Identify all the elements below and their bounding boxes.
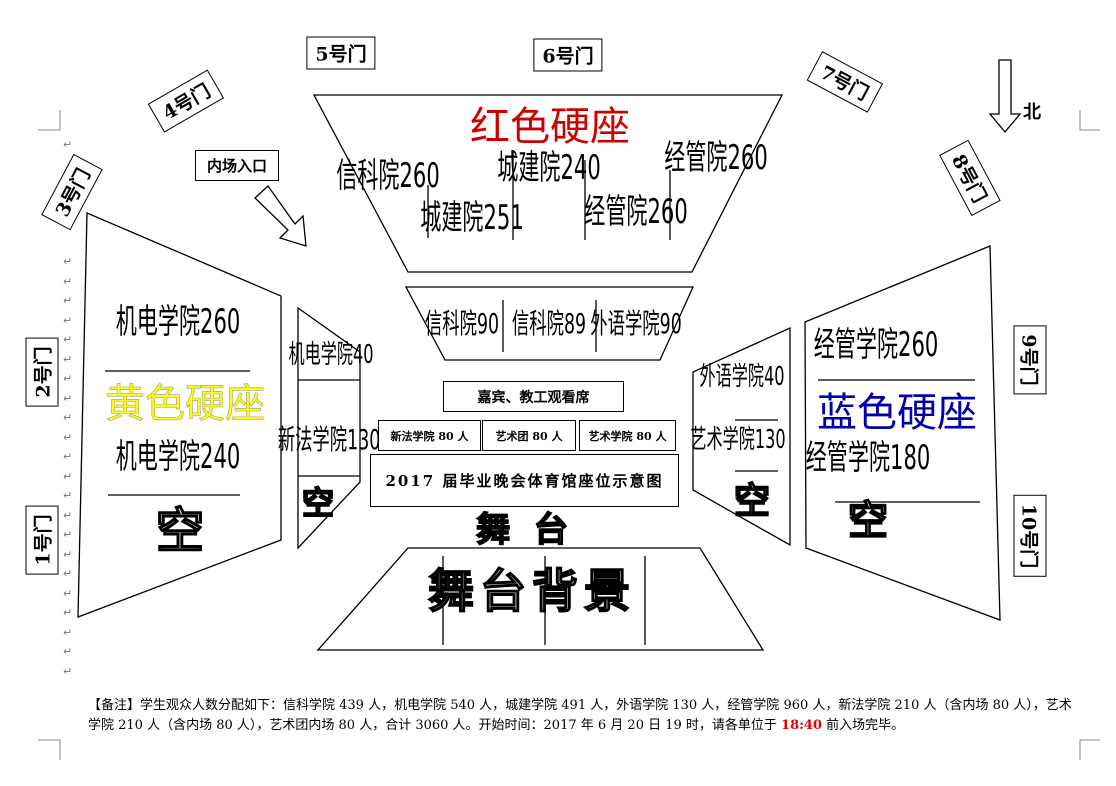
paragraph-mark-icon: ↵ [63,450,73,463]
blue-section-shape [804,245,1001,621]
paragraph-mark-icon: ↵ [63,391,73,405]
paragraph-mark-icon: ↵ [63,313,73,327]
paragraph-mark-icon: ↵ [63,625,73,639]
middle-top-block: 信科院89 [511,307,587,340]
floor-block: 艺术学院 80 人 [579,420,676,451]
paragraph-mark-icon: ↵ [63,489,73,502]
blue-block: 经管学院260 [813,325,939,365]
paragraph-mark-icon: ↵ [63,606,73,619]
yellow-block: 机电学院240 [115,437,241,477]
paragraph-mark-icon: ↵ [63,430,73,444]
paragraph-mark-icon: ↵ [63,255,73,268]
paragraph-mark-icon: ↵ [63,411,73,424]
red-block: 信科院260 [336,156,440,196]
right-inner-block: 外语学院40 [699,362,785,392]
paragraph-mark-icon: ↵ [63,469,73,483]
floor-block: 艺术团 80 人 [482,420,576,451]
paragraph-mark-icon: ↵ [63,567,73,580]
red-block: 城建院240 [497,148,601,188]
blue-block: 经管学院180 [805,438,931,478]
paragraph-mark-icon: ↵ [63,352,73,366]
yellow-block: 机电学院260 [115,302,241,342]
left-inner-empty: 空 [301,484,335,522]
stage-background-shape [316,547,765,651]
gate-6: 6号门 [533,38,603,72]
middle-top-block: 外语学院90 [590,307,682,340]
paragraph-mark-icon: ↵ [63,294,73,307]
floor-block: 新法学院 80 人 [378,420,481,451]
red-block: 经管院260 [664,138,768,178]
paragraph-mark-icon: ↵ [63,333,73,346]
paragraph-mark-icon: ↵ [63,508,73,522]
remarks-text-end: 前入场完毕。 [822,718,905,733]
yellow-empty: 空 [155,503,205,559]
stage-label: 舞 台 [475,510,574,550]
entrance-arrow [254,185,307,247]
gate-9: 9号门 [1013,325,1047,395]
paragraph-mark-icon: ↵ [63,372,73,385]
middle-top-block: 信科院90 [424,307,500,340]
paragraph-mark-icon: ↵ [63,547,73,561]
deadline-time: 18:40 [781,718,823,733]
guest-seating: 嘉宾、教工观看席 [443,381,624,412]
red-block: 城建院251 [420,198,524,238]
blue-empty: 空 [847,497,889,544]
left-inner-block: 新法学院130 [277,423,381,456]
right-inner-block: 艺术学院130 [690,425,786,455]
north-arrow [988,59,1022,134]
right-inner-shape [692,326,791,547]
paragraph-mark-icon: ↵ [63,645,73,658]
page-corner-marks [38,110,1100,760]
remarks-text: 【备注】学生观众人数分配如下：信科学院 439 人，机电学院 540 人，城建学… [88,698,1072,733]
gate-10: 10号门 [1013,494,1047,578]
paragraph-mark-icon: ↵ [63,664,73,678]
paragraph-mark-icon: ↵ [63,138,73,151]
paragraph-mark-icon: ↵ [63,274,73,288]
gate-1: 1号门 [25,505,59,575]
gate-2: 2号门 [25,337,59,407]
red-section-shape [312,94,784,273]
yellow-section-title: 黄色硬座 [105,381,266,427]
blue-section-title: 蓝色硬座 [817,390,977,436]
paragraph-mark-icon: ↵ [63,586,73,600]
stage-background-label: 舞台背景 [427,564,636,618]
yellow-section-shape [77,212,282,618]
middle-top-shape [404,286,695,361]
north-label: 北 [1023,102,1041,123]
right-inner-empty: 空 [733,480,771,522]
left-inner-block: 机电学院40 [288,340,374,370]
entrance-label: 内场入口 [195,150,279,181]
red-section-title: 红色硬座 [470,104,630,150]
left-inner-shape [297,306,361,550]
paragraph-mark-icon: ↵ [63,528,73,541]
diagram-title: 2017 届毕业晚会体育馆座位示意图 [370,454,679,507]
red-block: 经管院260 [584,192,688,232]
remarks-paragraph: 【备注】学生观众人数分配如下：信科学院 439 人，机电学院 540 人，城建学… [88,696,1078,736]
gate-5: 5号门 [306,36,376,70]
